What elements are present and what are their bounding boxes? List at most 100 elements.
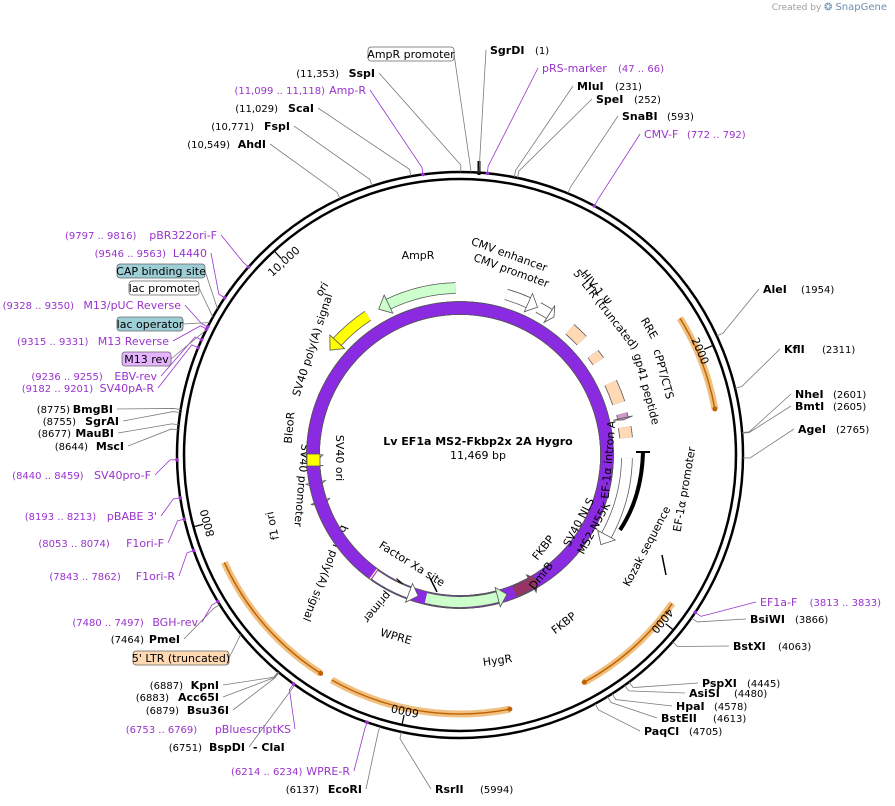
site-leader — [513, 85, 574, 178]
orf-arc-line — [223, 562, 322, 674]
bp-tick — [193, 523, 204, 528]
site-name: HpaI — [676, 700, 705, 713]
site-position: (2765) — [836, 425, 869, 436]
site-name: RsrII — [435, 783, 464, 796]
primer-leader — [694, 601, 757, 617]
site-position: (8677) — [38, 429, 71, 440]
site-position: (6883) — [136, 693, 169, 704]
site-name: MluI — [577, 80, 604, 93]
feature-label: BleoR — [282, 411, 298, 444]
site-position: (8775) — [37, 405, 70, 416]
primer-leader — [369, 89, 424, 175]
site-leader — [378, 72, 462, 173]
backbone-outer-ring — [175, 170, 745, 740]
feature-box — [565, 324, 587, 345]
site-name: SgrDI — [490, 44, 524, 57]
factor-xa-marker — [429, 577, 438, 593]
primer-leader — [184, 304, 208, 328]
orf-arc-band — [676, 316, 719, 410]
site-leader — [117, 423, 179, 434]
feature-label: ori — [313, 280, 332, 299]
primer-mark — [205, 324, 210, 329]
box-leader — [453, 53, 472, 173]
site-position: (6137) — [286, 785, 319, 796]
site-leader — [607, 696, 658, 719]
orf-arcs — [221, 316, 719, 718]
primer-position: (3813 .. 3833) — [810, 598, 882, 609]
site-position: (6887) — [150, 681, 183, 692]
site-name: SpeI — [596, 93, 623, 106]
primer-name: SV40pA-R — [100, 382, 155, 395]
feature-arrow-head — [597, 529, 617, 546]
primer-leader — [160, 497, 181, 517]
box-leader — [198, 287, 214, 318]
plasmid-name: Lv EF1a MS2-Fkbp2x 2A Hygro — [383, 435, 573, 448]
feature-tag-box — [116, 316, 184, 332]
feature-arrow-head — [542, 305, 556, 324]
bp-tick-label: 2000 — [688, 336, 711, 367]
primer-name: SV40pro-F — [94, 469, 151, 482]
primer-name: EBV-rev — [114, 370, 157, 383]
primer-position: (8193 .. 8213) — [25, 512, 97, 523]
site-position: (1) — [535, 46, 549, 57]
primer-position: (9236 .. 9255) — [31, 372, 103, 383]
site-position: (11,029) — [235, 104, 278, 115]
credit-line: Created by ❂ SnapGene — [772, 2, 887, 13]
site-position: (593) — [667, 112, 694, 123]
orf-arc-line — [679, 317, 716, 410]
site-leader — [624, 684, 686, 694]
primer-mark — [421, 172, 425, 177]
site-position: (4480) — [734, 689, 767, 700]
site-position: (2311) — [822, 345, 855, 356]
site-leader — [116, 408, 181, 410]
site-name: BsiWI — [750, 613, 785, 626]
orf-arc-line — [331, 679, 510, 715]
box-leader — [182, 322, 210, 325]
primer-leader — [594, 133, 641, 207]
orf-arrow-tip — [581, 679, 587, 685]
site-leader — [628, 681, 699, 689]
feature-tag-text: CAP binding site — [116, 265, 206, 278]
site-leader — [269, 143, 341, 199]
site-position: (8644) — [55, 442, 88, 453]
site-leader — [742, 428, 795, 459]
bp-tick-label: 8000 — [198, 508, 218, 538]
site-position: (2601) — [833, 390, 866, 401]
site-position: (1954) — [801, 285, 834, 296]
feature-label: FKBP — [549, 609, 579, 637]
site-leader — [517, 98, 593, 178]
site-name: BstXI — [733, 640, 766, 653]
feature-tag-text: lac operator — [117, 318, 184, 331]
primer-position: (8053 .. 8074) — [38, 539, 110, 550]
primer-mark — [246, 265, 251, 269]
site-name: SspI — [349, 67, 375, 80]
site-name: SnaBI — [622, 110, 658, 123]
primer-position: (9315 .. 9331) — [17, 337, 89, 348]
primer-leader — [172, 325, 207, 342]
snapgene-logo-icon: ❂ — [824, 2, 833, 13]
site-leader — [567, 115, 619, 194]
primer-leader — [178, 550, 194, 577]
site-leader — [222, 671, 279, 686]
feature-tag-text: M13 rev — [124, 353, 169, 366]
site-name: PaqCI — [644, 725, 679, 738]
primer-position: (7480 .. 7497) — [72, 618, 144, 629]
primer-name: EF1a-F — [760, 596, 797, 609]
site-position: (4613) — [713, 714, 746, 725]
feature-box — [605, 380, 625, 406]
feature-arrow-head — [329, 334, 346, 351]
site-position: (10,771) — [211, 122, 254, 133]
orf-arc-line — [583, 603, 673, 683]
primer-leader — [289, 683, 296, 730]
primer-leader — [210, 252, 225, 299]
feature-label: EF-1α promoter — [671, 445, 699, 532]
feature-arrow-head — [523, 292, 539, 313]
site-name: AleI — [763, 283, 787, 296]
primer-leader — [220, 234, 249, 268]
orf-arrow-tip — [318, 670, 324, 676]
feature-label: RRE — [638, 315, 660, 341]
primer-mark — [182, 517, 187, 521]
site-position: (10,549) — [187, 140, 230, 151]
primer-name: pBR322ori-F — [149, 229, 217, 242]
